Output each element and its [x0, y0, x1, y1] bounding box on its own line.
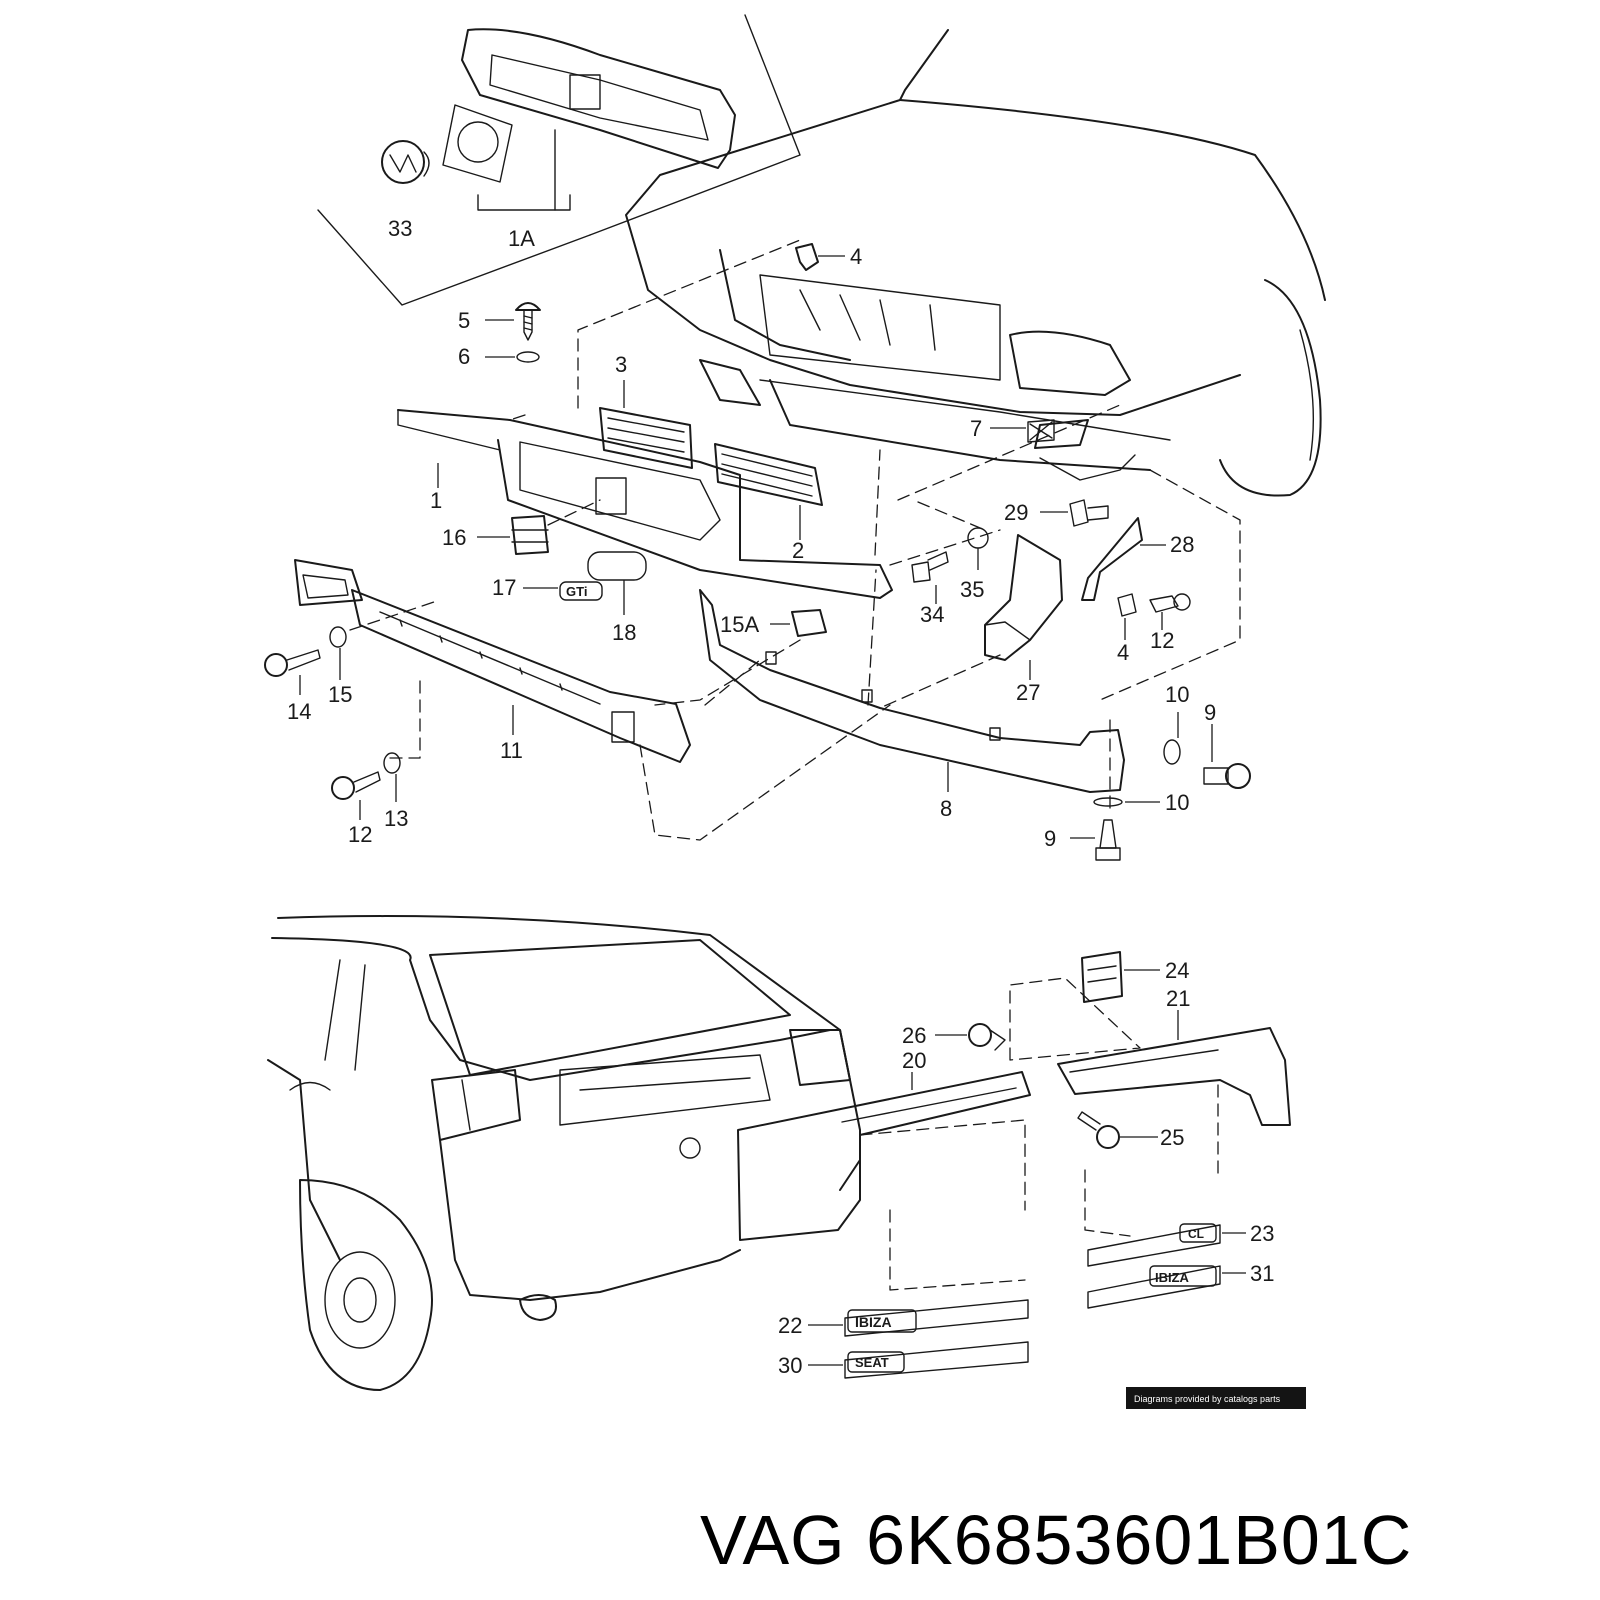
callout-24: 24 — [1165, 958, 1189, 983]
callout-34: 34 — [920, 602, 944, 627]
callout-21: 21 — [1166, 986, 1190, 1011]
callout-4-right: 4 — [1117, 640, 1129, 665]
callout-31: 31 — [1250, 1261, 1274, 1286]
clip-part-4-top — [795, 243, 845, 271]
screw-part-5 — [485, 302, 541, 363]
inset-grille-drawing — [317, 14, 801, 306]
callout-7: 7 — [970, 416, 982, 441]
part-number-title: VAG 6K6853601B01C — [700, 1501, 1413, 1579]
callout-10-top: 10 — [1165, 682, 1189, 707]
badge-ibiza-text-31: IBIZA — [1155, 1270, 1190, 1285]
brackets-right — [911, 499, 1191, 680]
clips-rear — [935, 951, 1160, 1149]
callout-20: 20 — [902, 1048, 926, 1073]
badge-plates: IBIZA SEAT CL IBIZA — [808, 1223, 1246, 1379]
callout-26: 26 — [902, 1023, 926, 1048]
callout-1A: 1A — [508, 226, 535, 251]
callout-9-bottom: 9 — [1044, 826, 1056, 851]
credit-banner: Diagrams provided by catalogs parts — [1126, 1387, 1306, 1409]
callout-labels: 33 1A 4 5 6 3 7 1 16 2 29 28 35 34 17 18… — [287, 216, 1274, 1378]
callout-4-top: 4 — [850, 244, 862, 269]
callout-3: 3 — [615, 352, 627, 377]
grille-inserts — [599, 380, 823, 540]
callout-5: 5 — [458, 308, 470, 333]
callout-8: 8 — [940, 796, 952, 821]
callout-23: 23 — [1250, 1221, 1274, 1246]
spoiler-part-8 — [699, 589, 1125, 793]
badge-ibiza-text-22: IBIZA — [855, 1314, 892, 1330]
front-section: GTi — [264, 14, 1326, 861]
callout-33: 33 — [388, 216, 412, 241]
callout-35: 35 — [960, 577, 984, 602]
callout-1: 1 — [430, 488, 442, 513]
badge-seat-text-30: SEAT — [855, 1355, 889, 1370]
callout-25: 25 — [1160, 1125, 1184, 1150]
callout-16: 16 — [442, 525, 466, 550]
screws-left — [264, 599, 441, 820]
callout-9-top: 9 — [1204, 700, 1216, 725]
callout-17: 17 — [492, 575, 516, 600]
callout-28: 28 — [1170, 532, 1194, 557]
callout-18: 18 — [612, 620, 636, 645]
trim-strips-20-21 — [737, 1010, 1291, 1241]
callout-22: 22 — [778, 1313, 802, 1338]
callout-2: 2 — [792, 538, 804, 563]
callout-13: 13 — [384, 806, 408, 831]
badge-cl-text-23: CL — [1188, 1227, 1204, 1241]
credit-text: Diagrams provided by catalogs parts — [1134, 1394, 1281, 1404]
badge-parts-16-17-18: GTi — [477, 499, 647, 615]
callout-12-left: 12 — [348, 822, 372, 847]
assembly-lines-rear — [859, 977, 1219, 1291]
callout-29: 29 — [1004, 500, 1028, 525]
badge-gti-text: GTi — [566, 584, 587, 599]
rear-section: IBIZA SEAT CL IBIZA — [267, 915, 1291, 1391]
callout-14: 14 — [287, 699, 311, 724]
label-part-7 — [990, 419, 1055, 443]
callout-30: 30 — [778, 1353, 802, 1378]
grille-frame-part-1 — [397, 409, 893, 599]
front-car-body — [625, 29, 1326, 497]
callout-12-right: 12 — [1150, 628, 1174, 653]
callout-27: 27 — [1016, 680, 1040, 705]
bumper-bar-part-11 — [294, 559, 691, 763]
assembly-lines-front — [509, 237, 1241, 841]
callout-11: 11 — [500, 738, 523, 763]
rear-car-body — [267, 915, 861, 1391]
clip-part-15A — [654, 609, 827, 706]
fasteners-9-10 — [1070, 712, 1251, 861]
callout-15A: 15A — [720, 612, 759, 637]
callout-10-bottom: 10 — [1165, 790, 1189, 815]
callout-15: 15 — [328, 682, 352, 707]
callout-6: 6 — [458, 344, 470, 369]
